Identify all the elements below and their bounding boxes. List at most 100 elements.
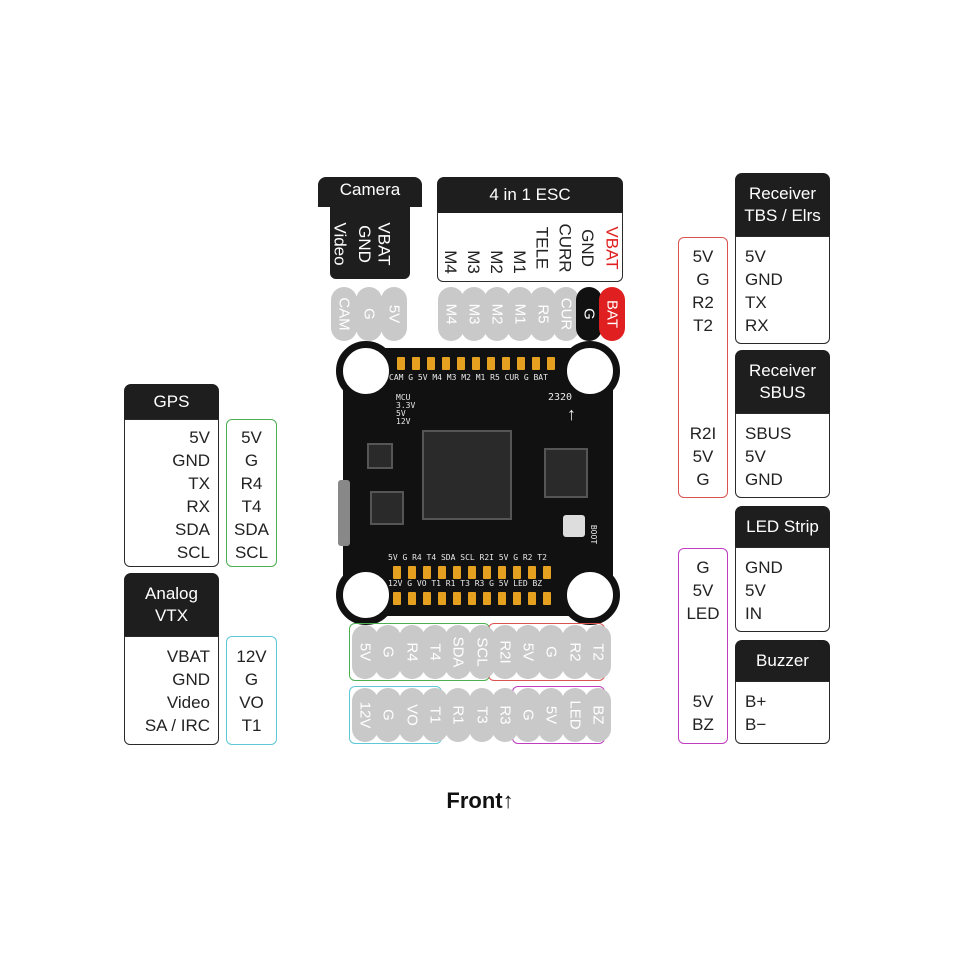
- esc-pad-m2: M2: [484, 287, 510, 341]
- copper-pad: [427, 357, 435, 370]
- buzzer-pin-box: [735, 681, 830, 744]
- board-version: 2320: [548, 392, 573, 403]
- receiver-tbs-pad-list: 5V G R2 T2: [678, 245, 728, 337]
- receiver-sbus-pin: 5V: [745, 447, 766, 466]
- buzzer-header: Buzzer: [735, 640, 830, 682]
- led-pin: GND: [745, 558, 783, 577]
- copper-pad: [393, 592, 401, 605]
- bottom-row-1-pad: G: [538, 625, 565, 679]
- gyro-chip: [370, 491, 404, 525]
- led-pin-list: GND 5V IN: [745, 556, 783, 625]
- copper-pad: [393, 566, 401, 579]
- receiver-sbus-pad: G: [696, 470, 710, 489]
- vtx-pad: VO: [239, 693, 264, 712]
- bottom-row-1-pad: T2: [585, 625, 611, 679]
- vtx-pad: 12V: [236, 647, 267, 666]
- boot-button: [563, 515, 585, 537]
- receiver-tbs-pad: T2: [693, 316, 713, 335]
- bottom-row-2-pad: T3: [468, 688, 495, 742]
- gps-pad-box: [226, 419, 277, 567]
- copper-pad: [423, 566, 431, 579]
- camera-pin-gnd: GND: [354, 225, 374, 263]
- bottom-row-2-pad: T1: [421, 688, 448, 742]
- receiver-sbus-pad: R2I: [689, 424, 717, 443]
- receiver-tbs-pad: R2: [692, 293, 714, 312]
- camera-pin-video: Video: [330, 222, 350, 266]
- vtx-pad: G: [244, 670, 259, 689]
- mount-hole-bl: [336, 565, 396, 625]
- bottom-row-2-pad: R3: [491, 688, 518, 742]
- esc-pin-m2: M2: [486, 250, 506, 274]
- esc-pad-m1: M1: [507, 287, 533, 341]
- gps-pin: 5V: [189, 428, 210, 447]
- bottom-row-1-pad: G: [375, 625, 402, 679]
- usb-connector: [338, 480, 350, 546]
- esc-pad-cur: CUR: [553, 287, 579, 341]
- front-label: Front↑: [446, 788, 514, 813]
- led-pin-box: [735, 547, 830, 632]
- camera-header: [318, 177, 422, 207]
- bottom-row-1-pad: 5V: [515, 625, 542, 679]
- gps-pin: SDA: [175, 520, 210, 539]
- camera-pin-vbat: VBAT: [374, 222, 394, 266]
- receiver-tbs-pin-box: [735, 236, 830, 344]
- receiver-pad-box: [678, 237, 728, 498]
- esc-pad-m3: M3: [461, 287, 487, 341]
- esc-header: 4 in 1 ESC: [437, 177, 623, 213]
- led-pin: 5V: [745, 581, 766, 600]
- board-led-labels: MCU 3.3V 5V 12V: [396, 393, 416, 426]
- copper-pad: [453, 592, 461, 605]
- gps-pin: RX: [186, 497, 210, 516]
- mcu-chip: [422, 430, 512, 520]
- copper-pad: [457, 357, 465, 370]
- copper-pad: [547, 357, 555, 370]
- camera-pin-block: [330, 207, 410, 279]
- bottom-row-1-pad: T4: [421, 625, 448, 679]
- camera-header-title: Camera: [339, 180, 401, 199]
- copper-pad: [513, 566, 521, 579]
- copper-pad: [412, 357, 420, 370]
- receiver-tbs-pin: GND: [745, 270, 783, 289]
- esc-pad-r5: R5: [530, 287, 556, 341]
- receiver-tbs-pad: G: [696, 270, 710, 289]
- receiver-tbs-pin: 5V: [745, 247, 766, 266]
- copper-pad: [408, 592, 416, 605]
- copper-pad: [513, 592, 521, 605]
- gps-pad-list: 5V G R4 T4 SDA SCL: [226, 426, 277, 564]
- vtx-pin-box: [124, 636, 219, 745]
- vtx-pin-list: VBAT GND Video SA / IRC: [124, 645, 210, 737]
- copper-pad: [453, 566, 461, 579]
- bottom-row-1-pad: SCL: [468, 625, 495, 679]
- copper-pad: [502, 357, 510, 370]
- gps-pin: GND: [172, 451, 210, 470]
- copper-pad: [423, 592, 431, 605]
- buzzer-pad-list: 5V BZ: [678, 690, 728, 736]
- gps-pin-box: [124, 419, 219, 567]
- copper-pad: [528, 566, 536, 579]
- receiver-sbus-pin-box: [735, 413, 830, 498]
- copper-pad: [532, 357, 540, 370]
- buzzer-pin: B+: [745, 692, 767, 711]
- receiver-sbus-pin: SBUS: [745, 424, 792, 443]
- esc-pin-m3: M3: [463, 250, 483, 274]
- copper-pad: [408, 566, 416, 579]
- gps-pad: R4: [240, 474, 263, 493]
- board-boot-label: BOOT: [589, 524, 599, 545]
- receiver-tbs-pin: RX: [745, 316, 769, 335]
- camera-pad-5v: 5V: [381, 287, 407, 341]
- vtx-pin: GND: [172, 670, 210, 689]
- mount-hole-tl: [336, 341, 396, 401]
- receiver-tbs-pin: TX: [745, 293, 767, 312]
- gps-pin: SCL: [176, 543, 210, 562]
- bottom-row-2-pad: G: [375, 688, 402, 742]
- receiver-sbus-pin: GND: [745, 470, 783, 489]
- gps-pad: 5V: [241, 428, 262, 447]
- bottom-row-2-pad: G: [515, 688, 542, 742]
- copper-pad: [472, 357, 480, 370]
- copper-pad: [528, 592, 536, 605]
- gps-pad: T4: [241, 497, 262, 516]
- board-bottom-silk-2: 12V G VO T1 R1 T3 R3 G 5V LED BZ: [388, 579, 543, 588]
- vtx-pad: T1: [241, 716, 262, 735]
- bottom-row-1-pad: R4: [398, 625, 425, 679]
- vtx-pin: SA / IRC: [144, 716, 210, 735]
